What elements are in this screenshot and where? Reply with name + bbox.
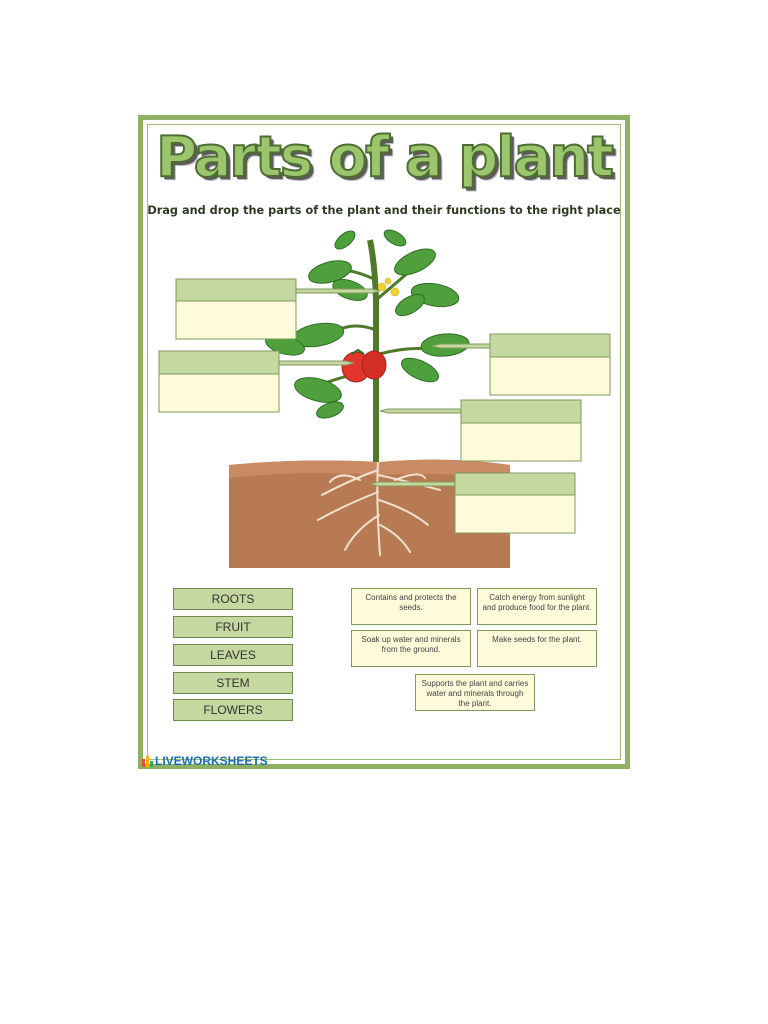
function-tile-1[interactable]: Contains and protects the seeds.	[351, 588, 471, 625]
flowers-drawing	[377, 277, 400, 297]
liveworksheets-logo: LIVEWORKSHEETS	[142, 753, 268, 769]
roots-drawing	[317, 461, 441, 556]
fruit-drawing	[341, 348, 387, 383]
target-answer-2	[158, 373, 280, 413]
word-tile-roots[interactable]: ROOTS	[173, 588, 293, 610]
target-label-2	[158, 350, 280, 375]
target-answer-5	[454, 494, 576, 534]
word-tile-leaves[interactable]: LEAVES	[173, 644, 293, 666]
target-label-4	[460, 399, 582, 424]
function-tile-4[interactable]: Make seeds for the plant.	[477, 630, 597, 667]
function-tile-5[interactable]: Supports the plant and carries water and…	[415, 674, 535, 711]
word-tile-stem[interactable]: STEM	[173, 672, 293, 694]
instructions-text: Drag and drop the parts of the plant and…	[147, 204, 621, 217]
function-tile-2[interactable]: Catch energy from sunlight and produce f…	[477, 588, 597, 625]
target-answer-4	[460, 422, 582, 462]
word-tile-flowers[interactable]: FLOWERS	[173, 699, 293, 721]
target-label-1	[175, 278, 297, 302]
function-tile-3[interactable]: Soak up water and minerals from the grou…	[351, 630, 471, 667]
soil-block	[229, 459, 510, 568]
target-answer-1	[175, 300, 297, 340]
worksheet-inner-border	[147, 124, 621, 760]
page-title: Parts of a plant	[155, 124, 615, 191]
target-boxes	[158, 278, 611, 534]
soil-top	[229, 459, 510, 478]
target-answer-3	[489, 356, 611, 396]
target-label-5	[454, 472, 576, 496]
leaves-drawing	[265, 229, 470, 419]
brand-name: LIVEWORKSHEETS	[155, 754, 268, 768]
liveworksheets-logo-icon	[142, 756, 153, 768]
target-label-3	[489, 333, 611, 358]
word-tile-fruit[interactable]: FRUIT	[173, 616, 293, 638]
